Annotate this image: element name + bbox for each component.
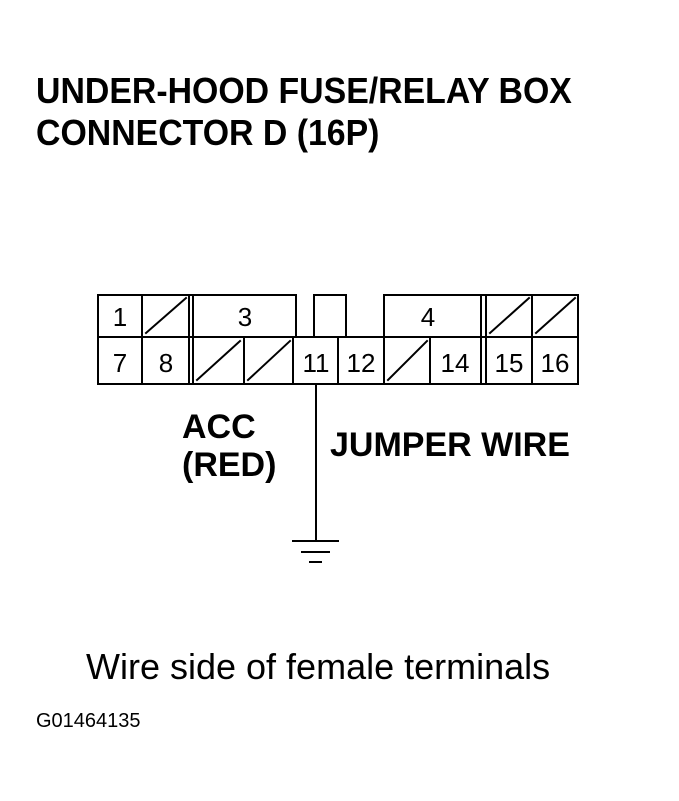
terminal-1-label: 1 (113, 302, 127, 332)
acc-label-line-2: (RED) (182, 446, 277, 484)
view-caption: Wire side of female terminals (86, 646, 551, 687)
terminal-3-label: 3 (238, 302, 252, 332)
terminal-8-label: 8 (159, 348, 173, 378)
unused-cavity-mark (386, 339, 429, 382)
unused-cavity-mark (534, 296, 577, 335)
unused-cavity-mark (144, 296, 188, 335)
acc-wire-label: ACC (RED) (182, 408, 276, 484)
terminal-12-label: 12 (347, 348, 376, 378)
unused-cavity-mark (195, 339, 242, 382)
terminal-4-label: 4 (421, 302, 435, 332)
terminal-7-label: 7 (113, 348, 127, 378)
unused-cavity-mark (488, 296, 531, 335)
jumper-wire-label: JUMPER WIRE (330, 426, 570, 464)
terminal-11-label: 11 (303, 348, 330, 378)
acc-label-line-1: ACC (182, 408, 256, 446)
terminal-16-label: 16 (541, 348, 570, 378)
figure-code: G01464135 (36, 710, 141, 732)
unused-cavity-mark (246, 339, 292, 382)
terminal-15-label: 15 (495, 348, 524, 378)
title-line-2: CONNECTOR D (16P) (36, 112, 380, 153)
title-line-1: UNDER-HOOD FUSE/RELAY BOX (36, 70, 572, 111)
diagram-title: UNDER-HOOD FUSE/RELAY BOX CONNECTOR D (1… (36, 70, 572, 154)
terminal-14-label: 14 (441, 348, 470, 378)
